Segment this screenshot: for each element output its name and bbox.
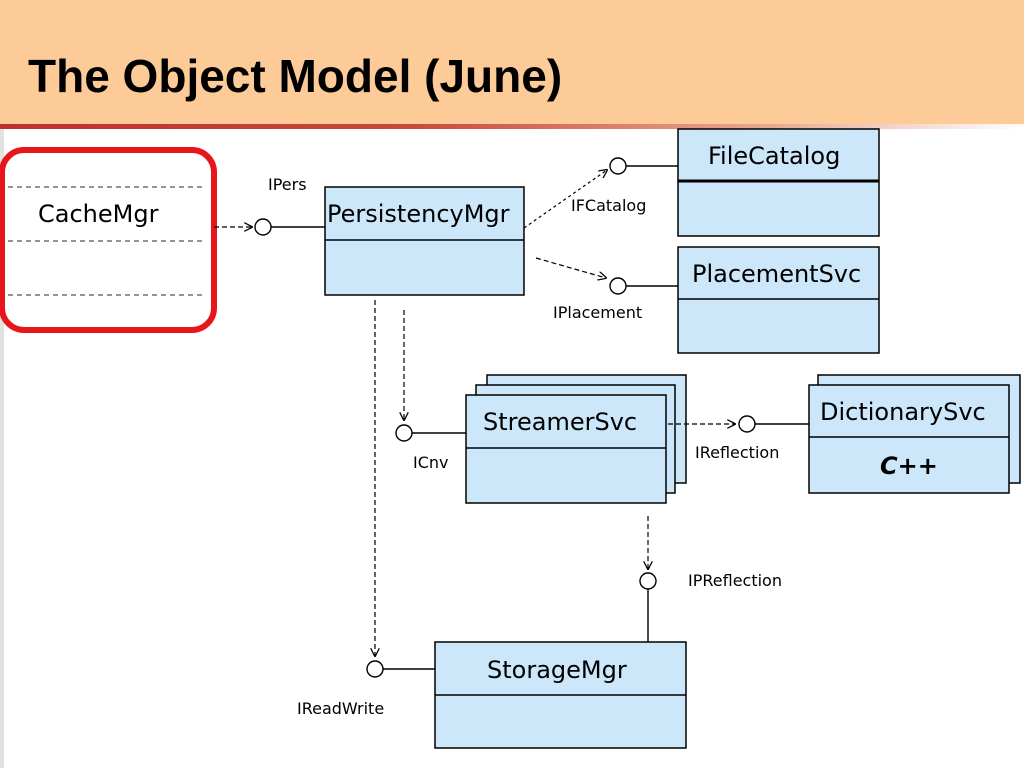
storage-mgr-label: StorageMgr: [487, 656, 627, 684]
cache-mgr-class[interactable]: CacheMgr: [0, 147, 217, 333]
streamer-svc-class[interactable]: StreamerSvc: [465, 374, 687, 504]
cache-mgr-label: CacheMgr: [38, 200, 159, 228]
title-bar: The Object Model (June): [0, 0, 1024, 124]
iplacement-label: IPlacement: [553, 303, 642, 322]
persistency-mgr-label: PersistencyMgr: [327, 200, 510, 228]
slide-left-edge: [0, 129, 4, 768]
cache-mgr-highlight: [0, 147, 217, 333]
ireflection-lollipop: [738, 415, 756, 433]
ireadwrite-lollipop: [366, 660, 384, 678]
title-underline: [0, 124, 1024, 129]
streamer-svc-label: StreamerSvc: [483, 408, 637, 436]
icnv-label: ICnv: [413, 453, 449, 472]
ifcatalog-label: IFCatalog: [571, 196, 646, 215]
ifcatalog-lollipop: [609, 157, 627, 175]
file-catalog-class[interactable]: FileCatalog: [677, 128, 880, 237]
placement-svc-label: PlacementSvc: [692, 260, 861, 288]
persistency-to-iplacement-dependency: [535, 257, 606, 278]
placement-svc-class[interactable]: PlacementSvc: [677, 246, 880, 354]
ipers-lollipop: [254, 218, 272, 236]
icnv-lollipop: [395, 424, 413, 442]
slide-title: The Object Model (June): [28, 50, 563, 102]
ipers-label: IPers: [268, 175, 307, 194]
dictionary-svc-class[interactable]: DictionarySvc C++: [808, 374, 1021, 494]
iplacement-lollipop: [609, 277, 627, 295]
persistency-to-ifcatalog-dependency: [523, 170, 607, 229]
ipreflection-label: IPReflection: [688, 571, 782, 590]
storage-mgr-class[interactable]: StorageMgr: [434, 641, 687, 749]
dictionary-svc-label: DictionarySvc: [820, 398, 986, 426]
ipreflection-lollipop: [639, 572, 657, 590]
file-catalog-label: FileCatalog: [708, 142, 840, 170]
persistency-mgr-class[interactable]: PersistencyMgr: [324, 186, 525, 296]
ireadwrite-label: IReadWrite: [297, 699, 384, 718]
ireflection-label: IReflection: [695, 443, 779, 462]
dictionary-cpp-label: C++: [880, 452, 938, 480]
